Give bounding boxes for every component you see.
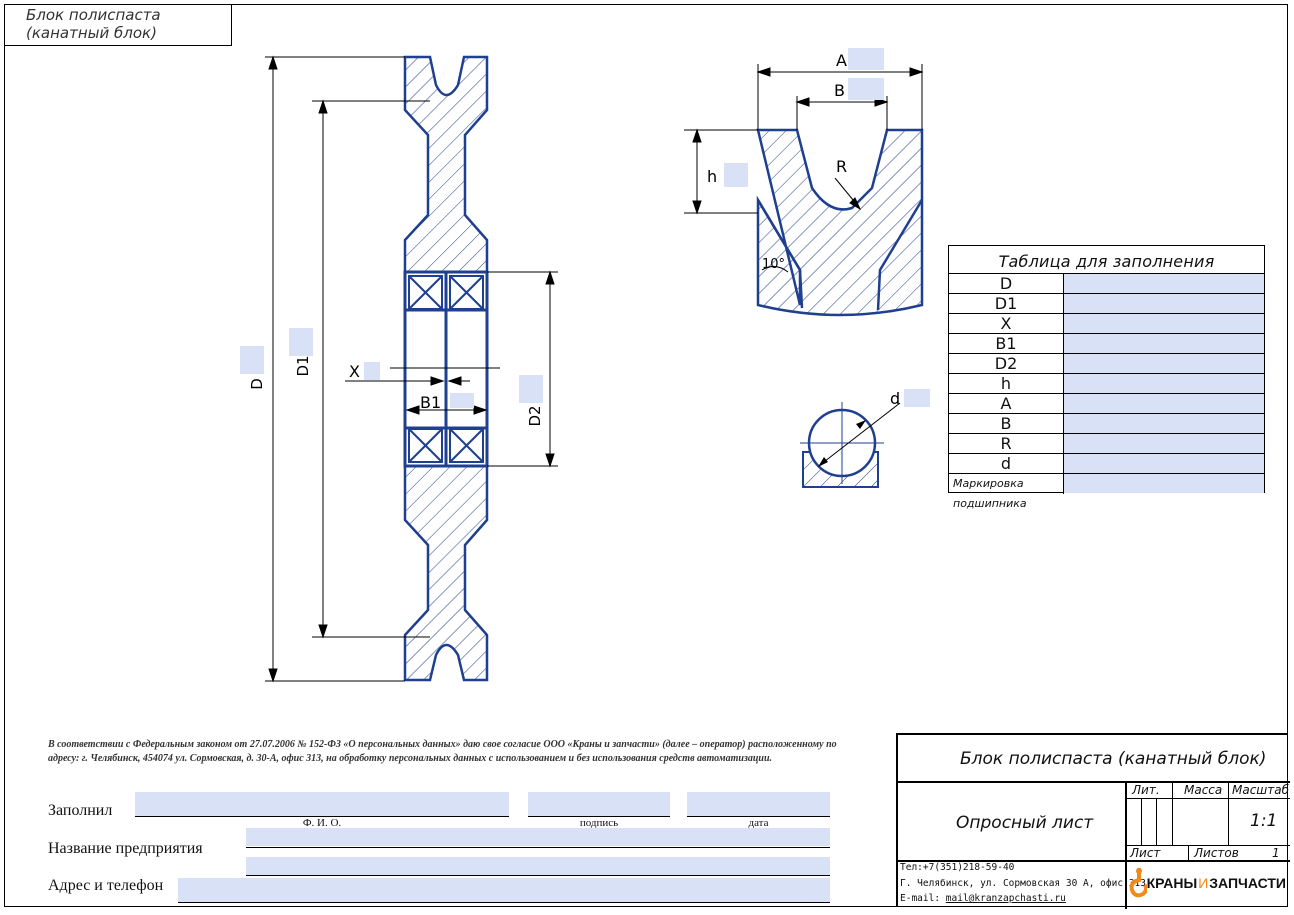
row-label: Маркировка подшипника [949, 474, 1064, 510]
row-label: d [949, 454, 1064, 473]
main-dimensions [265, 55, 558, 683]
contact-address: Г. Челябинск, ул. Сормовская 30 А, офис … [900, 877, 1146, 889]
bearing-marking-field[interactable] [1064, 474, 1264, 493]
table-row: D1 [949, 294, 1264, 314]
rope-detail [800, 402, 901, 488]
table-row: d [949, 454, 1264, 474]
date-input[interactable] [687, 792, 830, 816]
contact-block: Тел:+7(351)218-59-40 Г. Челябинск, ул. С… [900, 860, 1146, 907]
drawing-frame [4, 4, 1288, 907]
value-D2-field[interactable] [1064, 354, 1264, 373]
logo-text-right: ЗАПЧАСТИ [1209, 875, 1286, 891]
table-row: Маркировка подшипника [949, 474, 1264, 510]
table-row: D2 [949, 354, 1264, 374]
stamp-scale-value: 1:1 [1250, 811, 1278, 831]
title-line-1: Блок полиспаста [26, 6, 161, 24]
title-line-2: (канатный блок) [26, 24, 157, 42]
company-input-2[interactable] [246, 857, 830, 875]
stamp-doc-type: Опросный лист [956, 813, 1094, 833]
hook-icon [1129, 868, 1147, 898]
stamp-sheets: Листов [1194, 846, 1239, 860]
table-row: B [949, 414, 1264, 434]
groove-dimensions [684, 64, 924, 273]
label-angle: 10° [762, 257, 785, 272]
company-underline [246, 847, 830, 848]
row-label: A [949, 394, 1064, 413]
consent-text: В соответствии с Федеральным законом от … [48, 739, 837, 764]
logo-text-left: КРАНЫ [1146, 875, 1198, 891]
value-R-field[interactable] [1064, 434, 1264, 453]
stamp-sheet: Лист [1130, 846, 1161, 860]
label-R: R [836, 157, 847, 176]
stamp-lit: Лит. [1132, 783, 1160, 797]
row-label: R [949, 434, 1064, 453]
pulley-section [403, 55, 489, 682]
address-underline [178, 902, 830, 903]
company-label: Название предприятия [48, 840, 203, 857]
table-row: h [949, 374, 1264, 394]
logo-text-mid: И [1198, 875, 1209, 891]
value-B-field[interactable] [1064, 414, 1264, 433]
value-X-field[interactable] [1064, 314, 1264, 333]
table-row: R [949, 434, 1264, 454]
table-row: A [949, 394, 1264, 414]
fio-underline [135, 816, 509, 817]
contact-phone: Тел:+7(351)218-59-40 [900, 862, 1015, 873]
stamp-sheets-value: 1 [1272, 846, 1280, 860]
contact-email-line: E-mail: mail@kranzapchasti.ru [900, 891, 1146, 907]
title-block: Блок полиспаста (канатный блок) Опросный… [896, 733, 1290, 909]
signature-caption: подпись [579, 817, 619, 829]
signature-underline [528, 816, 670, 817]
value-d-field[interactable] [1064, 454, 1264, 473]
fill-table: Таблица для заполнения D D1 X B1 D2 h A … [948, 245, 1265, 510]
row-label: D [949, 274, 1064, 293]
drawing-title-tag: Блок полиспаста (канатный блок) [4, 4, 232, 46]
label-B: B [834, 81, 845, 100]
label-d: d [890, 389, 900, 408]
signature-input[interactable] [528, 792, 670, 816]
stamp-title: Блок полиспаста (канатный блок) [960, 749, 1267, 769]
row-label: X [949, 314, 1064, 333]
date-caption: дата [748, 817, 769, 829]
value-D-field[interactable] [1064, 274, 1264, 293]
fio-caption: Ф. И. О. [302, 817, 342, 829]
address-input[interactable] [178, 878, 830, 902]
company-input[interactable] [246, 828, 830, 846]
email-label: E-mail: [900, 893, 941, 904]
row-label: D1 [949, 294, 1064, 313]
fill-table-title: Таблица для заполнения [949, 246, 1264, 274]
row-label: D2 [949, 354, 1064, 373]
row-label: B [949, 414, 1064, 433]
label-D: D [248, 378, 266, 390]
label-h: h [707, 167, 717, 186]
email-link[interactable]: mail@kranzapchasti.ru [945, 893, 1066, 904]
row-label: h [949, 374, 1064, 393]
table-row: X [949, 314, 1264, 334]
table-row: D [949, 274, 1264, 294]
company-underline-2 [246, 875, 830, 876]
value-h-field[interactable] [1064, 374, 1264, 393]
value-A-field[interactable] [1064, 394, 1264, 413]
label-A: A [836, 51, 847, 70]
date-underline [687, 816, 830, 817]
fio-input[interactable] [135, 792, 509, 816]
table-row: B1 [949, 334, 1264, 354]
value-D1-field[interactable] [1064, 294, 1264, 313]
filled-by-label: Заполнил [48, 802, 113, 819]
address-label: Адрес и телефон [48, 877, 164, 894]
label-X: X [349, 362, 360, 381]
value-B1-field[interactable] [1064, 334, 1264, 353]
row-label: B1 [949, 334, 1064, 353]
label-D2: D2 [526, 405, 544, 426]
groove-detail [756, 128, 924, 317]
stamp-scale: Масштаб [1232, 783, 1290, 797]
label-B1: B1 [420, 393, 441, 412]
label-D1: D1 [294, 355, 312, 376]
stamp-mass: Масса [1184, 783, 1223, 797]
